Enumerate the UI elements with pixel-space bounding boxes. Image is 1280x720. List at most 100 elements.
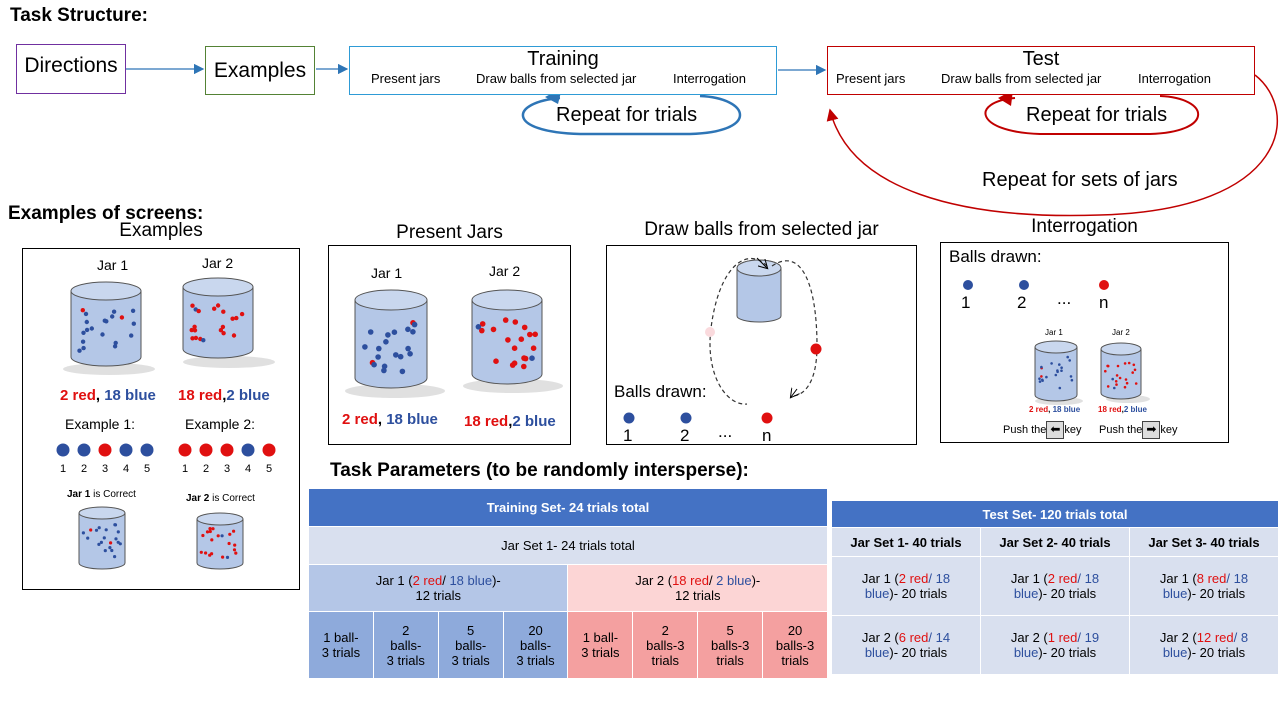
jar-ball: [479, 327, 485, 334]
ts2-j1-red: 2 red: [1047, 571, 1078, 586]
test-step-interrogation: Interrogation: [1138, 71, 1211, 86]
jar-ball: [1123, 362, 1127, 365]
int-jar1-icon: [1034, 340, 1078, 402]
interrogation-panel-title: Interrogation: [1031, 216, 1138, 237]
example-ball: [199, 443, 213, 457]
jar-ball: [1060, 369, 1063, 372]
jar-ball: [1131, 371, 1134, 374]
int-num-1: 1: [961, 293, 971, 312]
jar-ball: [84, 319, 89, 325]
tr-j1-cell-4: 20 balls- 3 trials: [503, 612, 568, 678]
jar-ball: [83, 311, 89, 317]
examples-label: Examples: [213, 59, 307, 82]
example-ball: [140, 443, 154, 457]
pj-jar2-icon: [471, 289, 543, 385]
ts2-j1-mid: / 18: [1077, 571, 1100, 586]
ex-jar1-red: 2 red: [60, 387, 96, 404]
jar-ball: [230, 316, 235, 321]
jar-ball: [193, 335, 199, 341]
draw-num-1: 1: [623, 426, 633, 445]
ex-jar2-icon: [182, 277, 254, 359]
int-jar2-counts: 18 red,2 blue: [1098, 405, 1147, 414]
jar-ball: [381, 363, 388, 370]
ts3-j1-blue: blue: [1162, 586, 1188, 601]
jar-ball: [1038, 380, 1042, 383]
jar-ball: [475, 324, 482, 330]
example-balls-graphic: [56, 443, 276, 457]
example1-balls: [56, 443, 154, 457]
int-num-n: n: [1099, 293, 1109, 312]
jar-ball: [405, 326, 411, 333]
jar-ball: [113, 523, 118, 527]
ex2-num-4: 4: [244, 463, 252, 475]
test-repeat-label: Repeat for trials: [1026, 104, 1168, 126]
jar-ball: [192, 324, 197, 329]
ex-jar2-sep: ,: [222, 387, 227, 404]
int-graphic: [963, 280, 1150, 405]
jar-ball: [367, 329, 374, 335]
ts1-j2-blue: blue: [864, 645, 890, 660]
present-jars-panel: Jar 1 Jar 2 2 red, 18 blue 18 red,2 blue: [328, 245, 571, 445]
jar-ball: [114, 537, 118, 541]
jar-ball: [208, 553, 212, 557]
tr-j1-pre: Jar 1 (: [375, 573, 413, 588]
jar-ball: [502, 317, 509, 323]
jar-ball: [521, 355, 527, 361]
int-jar2-balls: [1104, 361, 1138, 390]
jar-ball: [1113, 386, 1116, 390]
jar-ball: [190, 336, 195, 341]
jar-ball: [527, 331, 533, 338]
ex-jar1-balls: [77, 308, 136, 353]
jar-ball: [205, 530, 210, 534]
jar-ball: [375, 354, 381, 360]
jar-ball: [407, 351, 413, 357]
ex2-num-2: 2: [202, 463, 210, 475]
ts2-j2-pre: Jar 2 (: [1010, 630, 1048, 645]
test-step-present: Present jars: [836, 71, 906, 86]
jar-ball: [103, 549, 107, 553]
int-balls-drawn: Balls drawn:: [949, 247, 1042, 266]
example-ball: [77, 443, 91, 457]
training-jar1-cell: Jar 1 (2 red/ 18 blue)-12 trials: [309, 565, 568, 611]
jar-ball: [529, 355, 535, 361]
jar-ball: [94, 528, 99, 532]
correct-jar1-balls: [81, 523, 122, 559]
correct-jar2-balls: [199, 527, 238, 559]
jar-ball: [1125, 381, 1129, 385]
ex-jar1-sep: ,: [95, 387, 105, 404]
ex1-num-5: 5: [143, 463, 151, 475]
jar-ball: [376, 345, 382, 352]
jar-ball: [216, 534, 220, 538]
ex-jars-graphic: [63, 277, 275, 375]
int-jar2-red: 18 red: [1098, 405, 1122, 414]
ts2-j2-blue: blue: [1013, 645, 1039, 660]
push-right-pre: Push the: [1099, 424, 1143, 436]
jar-ball: [89, 528, 93, 532]
pj-jar2-label: Jar 2: [489, 263, 521, 279]
jar-ball: [227, 541, 231, 546]
pj-jar1-blue: 18 blue: [386, 411, 438, 428]
ts2-j2-red: 1 red: [1047, 630, 1078, 645]
jar-ball: [381, 367, 387, 374]
jar-ball: [97, 526, 101, 530]
jar-ball: [118, 542, 122, 546]
example-ball: [241, 443, 255, 457]
training-box: Training Present jars Draw balls from se…: [349, 46, 777, 95]
int-jar2-sep: ,: [1121, 405, 1124, 414]
pj-jar1-balls: [362, 320, 418, 375]
jar-ball: [196, 308, 201, 314]
training-set-table: Training Set- 24 trials total Jar Set 1-…: [308, 488, 828, 679]
pj-jar2-sep: ,: [508, 413, 513, 430]
jar-ball: [239, 311, 245, 317]
jar2-correct-bold: Jar 2: [186, 493, 210, 504]
ts3-j1-mid: / 18: [1226, 571, 1249, 586]
jar-ball: [1054, 373, 1058, 377]
tr-j2-red: 18 red: [672, 573, 709, 588]
jar-ball: [1123, 385, 1127, 389]
ts3-j2-post: )- 20 trials: [1187, 645, 1246, 660]
jar-ball: [201, 533, 205, 538]
ex-jar1-blue: 18 blue: [104, 387, 156, 404]
